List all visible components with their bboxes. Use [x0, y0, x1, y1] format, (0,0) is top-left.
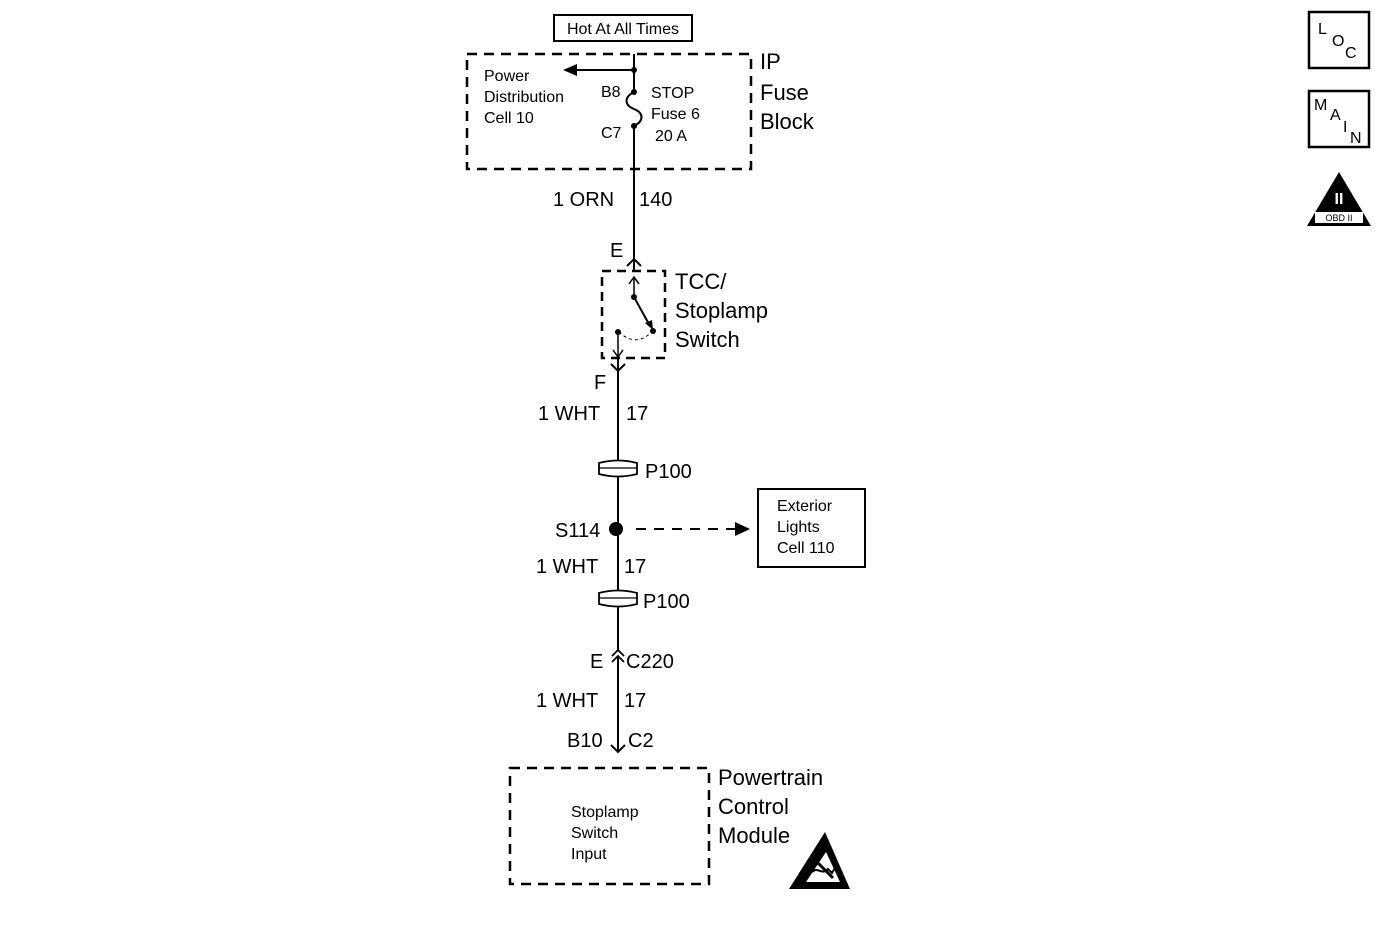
- main-letter-n: N: [1350, 130, 1362, 147]
- pass-through-p100-1: P100: [598, 459, 692, 483]
- pcm-name-line-3: Module: [718, 823, 790, 848]
- splice-label: S114: [555, 520, 600, 542]
- switch-name-line-2: Stoplamp: [675, 298, 768, 323]
- pcm-input-line-2: Switch: [571, 825, 618, 842]
- fuse-pin-top: B8: [601, 84, 621, 101]
- wire-4-color: 1 WHT: [536, 690, 598, 712]
- pcm-input-line-3: Input: [571, 846, 607, 863]
- fuse-number: Fuse 6: [651, 106, 700, 123]
- exterior-lights-line-1: Exterior: [777, 498, 833, 515]
- pcm-input-line-1: Stoplamp: [571, 804, 639, 821]
- obd-numeral: II: [1335, 191, 1344, 208]
- pass-through-1-label: P100: [645, 461, 692, 483]
- switch-pin-in: E: [610, 240, 623, 262]
- switch-arm-arrow-icon: [645, 320, 653, 330]
- powertrain-control-module: Powertrain Control Module Stoplamp Switc…: [508, 765, 823, 886]
- svg-text:Hot At All Times: Hot At All Times: [567, 21, 679, 38]
- pdc-line-3: Cell 10: [484, 110, 534, 127]
- fuse-icon: [625, 91, 643, 127]
- loc-letter-o: O: [1332, 33, 1344, 50]
- obd-label: OBD II: [1325, 213, 1352, 223]
- switch-name-line-3: Switch: [675, 327, 740, 352]
- connector-name: C220: [626, 651, 674, 673]
- wire-1-circuit: 140: [639, 189, 672, 211]
- esd-warning-icon: [789, 832, 850, 889]
- loc-letter-l: L: [1318, 21, 1327, 38]
- hot-at-all-times-label: Hot At All Times: [553, 14, 693, 42]
- connector-c220-icon: [611, 648, 625, 657]
- pdc-line-2: Distribution: [484, 89, 564, 106]
- switch-name-line-1: TCC/: [675, 269, 727, 294]
- fuse-name: STOP: [651, 85, 694, 102]
- fuse-block-name-line-3: Block: [760, 109, 815, 134]
- fuse-block-name-line-2: Fuse: [760, 80, 809, 105]
- wire-2-color: 1 WHT: [538, 403, 600, 425]
- wire-3-circuit: 17: [624, 556, 646, 578]
- exterior-lights-ref: Exterior Lights Cell 110: [757, 488, 866, 568]
- ip-fuse-block: IP Fuse Block Power Distribution Cell 10…: [465, 49, 815, 171]
- main-letter-m: M: [1314, 97, 1327, 114]
- pcm-pin: B10: [567, 730, 603, 752]
- pcm-connector: C2: [628, 730, 654, 752]
- pcm-name-line-1: Powertrain: [718, 765, 823, 790]
- fuse-pin-bottom: C7: [601, 125, 622, 142]
- branch-arrow-icon: [735, 522, 750, 536]
- main-letter-i: I: [1343, 119, 1347, 136]
- wire-1-color: 1 ORN: [553, 189, 614, 211]
- pcm-name-line-2: Control: [718, 794, 789, 819]
- main-icon[interactable]: M A I N: [1307, 89, 1371, 149]
- main-letter-a: A: [1330, 107, 1341, 124]
- loc-letter-c: C: [1345, 45, 1357, 62]
- pdc-line-1: Power: [484, 68, 530, 85]
- loc-icon[interactable]: L O C: [1307, 10, 1371, 70]
- fuse-rating: 20 A: [655, 128, 687, 145]
- pdc-arrow-icon: [563, 64, 577, 76]
- wire-3-color: 1 WHT: [536, 556, 598, 578]
- switch-pin-out: F: [594, 372, 606, 394]
- exterior-lights-line-2: Lights: [777, 519, 820, 536]
- pass-through-2-label: P100: [643, 591, 690, 613]
- connector-left-pin: E: [590, 651, 603, 673]
- fuse-block-name-line-1: IP: [760, 49, 781, 74]
- pass-through-p100-2: P100: [598, 589, 690, 613]
- wire-4-circuit: 17: [624, 690, 646, 712]
- tcc-stoplamp-switch: TCC/ Stoplamp Switch: [600, 269, 768, 360]
- splice-dot-icon: [609, 522, 623, 536]
- wire-2-circuit: 17: [626, 403, 648, 425]
- obd-ii-icon[interactable]: II OBD II: [1307, 172, 1371, 226]
- exterior-lights-line-3: Cell 110: [777, 540, 835, 557]
- connector-pin-icon: [610, 744, 626, 754]
